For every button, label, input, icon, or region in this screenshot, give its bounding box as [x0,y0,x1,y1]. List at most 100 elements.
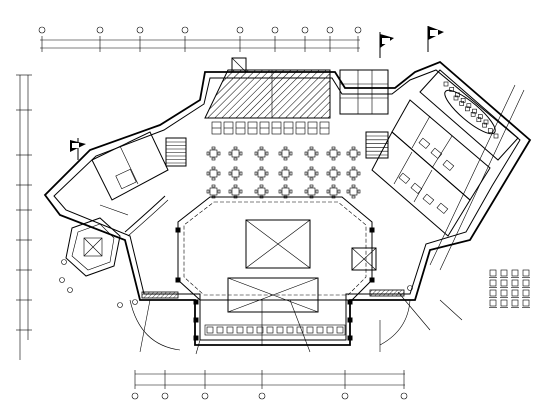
chair [493,133,499,139]
chair [476,117,482,123]
entrance-seat [306,326,314,334]
grid-bubble [400,392,408,400]
chair [465,106,470,112]
chair [472,108,477,114]
atrium-columns [175,227,375,341]
office-desk [398,172,411,184]
dining-table [278,166,293,181]
planter [117,302,123,308]
entrance-seat [206,326,214,334]
dining-table [304,166,319,181]
grid-bubble [236,26,244,34]
grid-bubble [161,392,169,400]
grid-bubble [136,26,144,34]
entrance-seat [226,326,234,334]
entrance-seat [246,326,254,334]
dining-tables [206,146,361,199]
entrance-zone [129,289,411,351]
column [193,299,199,305]
dining-table [326,146,341,161]
planter [59,277,65,283]
hatched-roof-area [204,57,331,119]
grid-bubble [326,26,334,34]
grid-bubble [38,26,46,34]
column [369,227,375,233]
entrance-seat [266,326,274,334]
left-dimension-line [16,74,32,360]
office-desk [436,202,449,214]
dining-table [254,184,269,199]
column [193,335,199,341]
grid-bubble [271,26,279,34]
dining-table [206,146,221,161]
dining-table [228,184,243,199]
top-dimension-line [40,36,360,52]
dining-table [206,184,221,199]
chair [477,114,483,119]
annotation-leaders [139,291,463,355]
chair [487,128,493,133]
booth-row [211,121,330,135]
bottom-grid-bubbles [131,392,408,400]
column [347,317,353,323]
chair [466,103,472,109]
office-desk [418,137,431,149]
grid-bubble [96,26,104,34]
planter [61,259,67,265]
left-wing-rooms [91,131,169,237]
dining-table [346,166,361,181]
grid-bubble [341,392,349,400]
flag-icon [379,32,394,58]
chair [482,122,487,128]
entrance-seat [216,326,224,334]
column [175,277,181,283]
right-wing-offices [371,99,491,237]
planters [59,259,413,308]
grid-bubble [258,392,266,400]
planter [132,299,138,305]
skylight-right [351,247,377,271]
hexagonal-kiosk [65,217,121,277]
office-desk [430,147,443,159]
column [193,317,199,323]
grid-bubble [131,392,139,400]
skylight-lower [227,277,319,313]
chair [453,95,459,101]
dining-table [228,146,243,161]
dining-table [346,184,361,199]
entrance-seat [336,326,344,334]
entrance-seat [256,326,264,334]
office-desk [410,182,423,194]
grid-bubble [181,26,189,34]
dining-table [254,146,269,161]
dining-table [346,146,361,161]
entrance-seat [326,326,334,334]
grid-bubble [201,392,209,400]
toilet-block [339,69,389,115]
grid-bubble [301,26,309,34]
furniture-grid-icon [489,269,530,308]
dining-table [228,166,243,181]
meeting-room [419,69,519,161]
central-atrium [177,196,373,301]
chair [483,119,489,125]
column [369,277,375,283]
top-grid-bubbles [38,26,362,34]
entrance-seat [236,326,244,334]
entrance-seat [296,326,304,334]
stair-left [165,137,187,167]
column [175,227,181,233]
office-desk [442,159,455,171]
entrance-seat [276,326,284,334]
dining-table [206,166,221,181]
dining-table [304,184,319,199]
dining-table [278,146,293,161]
column [347,299,353,305]
dining-table [326,184,341,199]
office-desk [422,193,435,205]
entrance-seat [316,326,324,334]
dining-table [326,166,341,181]
dining-table [254,166,269,181]
entrance-seat [286,326,294,334]
